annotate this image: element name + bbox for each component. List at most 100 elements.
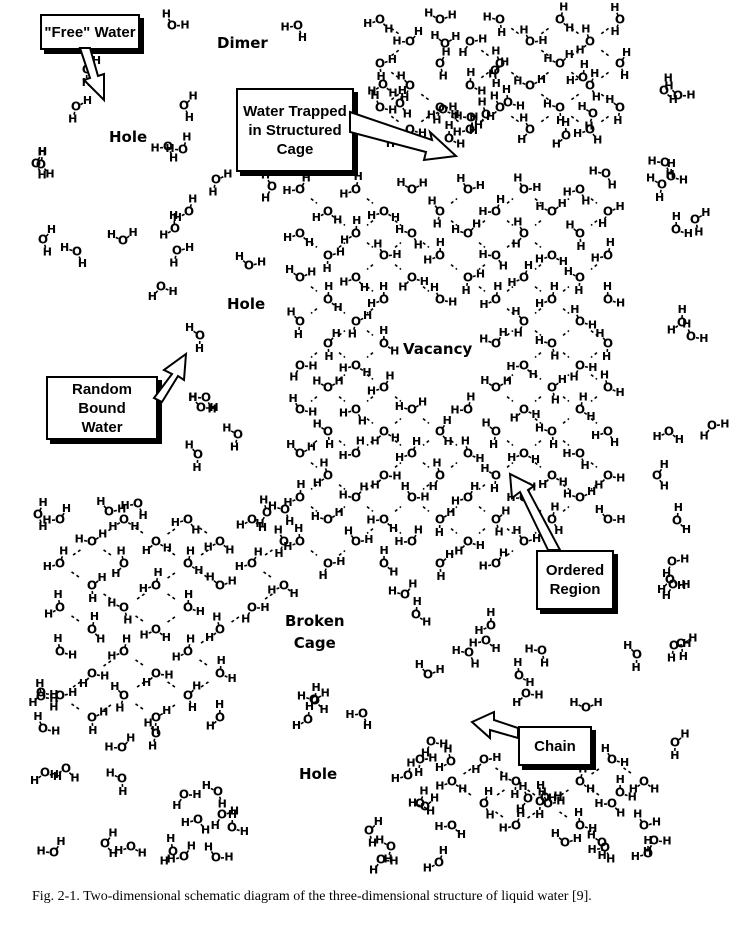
- broken-cage-line-2: Cage: [293, 634, 336, 652]
- hydrogen-atom: H: [388, 584, 397, 597]
- hydrogen-atom: H: [140, 628, 149, 641]
- hydrogen-bond: [506, 440, 514, 446]
- covalent-bond: [379, 248, 383, 252]
- hydrogen-bond: [540, 27, 550, 35]
- chain-arrow: [470, 710, 519, 741]
- hydrogen-atom: H: [631, 850, 640, 863]
- covalent-bond: [68, 772, 73, 776]
- hydrogen-bond: [450, 506, 458, 512]
- oxygen-atom: O: [104, 505, 114, 519]
- covalent-bond: [35, 696, 39, 700]
- covalent-bond: [661, 433, 665, 436]
- hydrogen-atom: H: [506, 360, 515, 373]
- oxygen-atom: O: [280, 503, 290, 517]
- covalent-bond: [494, 67, 498, 72]
- oxygen-atom: O: [351, 315, 361, 329]
- hydrogen-atom: H: [166, 832, 175, 845]
- covalent-bond: [602, 513, 606, 517]
- oxygen-atom: O: [672, 514, 682, 528]
- oxygen-atom: O: [491, 469, 501, 483]
- covalent-bond: [432, 256, 436, 260]
- oxygen-atom: O: [411, 608, 421, 622]
- hydrogen-atom: H: [366, 514, 375, 527]
- oxygen-atom: O: [603, 469, 613, 483]
- covalent-bond: [405, 281, 410, 285]
- oxygen-atom: O: [196, 401, 206, 415]
- covalent-bond: [264, 505, 267, 509]
- ordered-region-arrow: [508, 472, 562, 551]
- hydrogen-atom: H: [570, 303, 579, 316]
- oxygen-atom: O: [87, 623, 97, 637]
- hydrogen-atom: H: [512, 524, 521, 537]
- oxygen-atom: O: [463, 535, 473, 549]
- hydrogen-atom: H: [195, 342, 204, 355]
- oxygen-atom: O: [519, 227, 529, 241]
- hydrogen-atom: H: [606, 853, 615, 866]
- hydrogen-bond: [463, 789, 473, 797]
- hydrogen-bond: [394, 396, 402, 402]
- hydrogen-bond: [366, 528, 374, 534]
- oxygen-atom: O: [491, 249, 501, 263]
- covalent-bond: [180, 653, 184, 657]
- oxygen-atom: O: [405, 79, 415, 93]
- hydrogen-bond: [310, 550, 318, 556]
- covalent-bond: [348, 278, 352, 282]
- covalent-bond: [139, 508, 142, 512]
- hydrogen-atom: H: [104, 741, 113, 754]
- hydrogen-atom: H: [285, 515, 294, 528]
- hydrogen-atom: H: [285, 263, 294, 276]
- hydrogen-atom: H: [420, 275, 429, 288]
- hydrogen-atom: H: [531, 453, 540, 466]
- hydrogen-atom: H: [682, 523, 691, 536]
- covalent-bond: [517, 412, 521, 416]
- oxygen-atom: O: [379, 557, 389, 571]
- broken-cage-label: Broken Cage: [282, 610, 348, 654]
- covalent-bond: [461, 130, 466, 133]
- oxygen-atom: O: [481, 634, 491, 648]
- covalent-bond: [552, 291, 555, 296]
- covalent-bond: [528, 411, 532, 414]
- hydrogen-bond: [450, 462, 458, 468]
- covalent-bond: [471, 122, 474, 127]
- oxygen-atom: O: [215, 623, 225, 637]
- oxygen-atom: O: [244, 259, 254, 273]
- covalent-bond: [524, 270, 528, 274]
- hydrogen-atom: H: [584, 119, 593, 132]
- hydrogen-bond: [310, 396, 318, 402]
- covalent-bond: [447, 111, 451, 114]
- hydrogen-atom: H: [430, 281, 439, 294]
- hydrogen-bond: [394, 418, 402, 424]
- hydrogen-atom: H: [519, 23, 528, 36]
- hydrogen-bond: [338, 220, 346, 226]
- hydrogen-atom: H: [578, 100, 587, 113]
- hydrogen-bond: [366, 308, 374, 314]
- covalent-bond: [280, 546, 283, 550]
- covalent-bond: [478, 763, 482, 767]
- oxygen-atom: O: [415, 797, 425, 811]
- hydrogen-atom: H: [162, 704, 171, 717]
- hydrogen-bond: [506, 528, 514, 534]
- hydrogen-atom: H: [556, 114, 565, 127]
- hydrogen-bond: [570, 115, 580, 123]
- covalent-bond: [560, 12, 564, 16]
- oxygen-atom: O: [666, 170, 676, 184]
- oxygen-atom: O: [463, 271, 473, 285]
- covalent-bond: [517, 818, 520, 822]
- covalent-bond: [448, 754, 451, 758]
- hydrogen-bond: [562, 506, 570, 512]
- hydrogen-atom: H: [49, 688, 58, 701]
- oxygen-atom: O: [547, 425, 557, 439]
- covalent-bond: [437, 468, 440, 472]
- hydrogen-atom: H: [206, 570, 215, 583]
- hydrogen-atom: H: [202, 779, 211, 792]
- oxygen-atom: O: [435, 513, 445, 527]
- covalent-bond: [648, 823, 652, 826]
- hydrogen-atom: H: [452, 644, 461, 657]
- oxygen-atom: O: [523, 792, 533, 806]
- hydrogen-atom: H: [472, 217, 481, 230]
- hydrogen-bond: [510, 27, 520, 35]
- covalent-bond: [448, 38, 453, 42]
- covalent-bond: [516, 454, 520, 458]
- oxygen-atom: O: [247, 513, 257, 527]
- hydrogen-bond: [394, 242, 402, 248]
